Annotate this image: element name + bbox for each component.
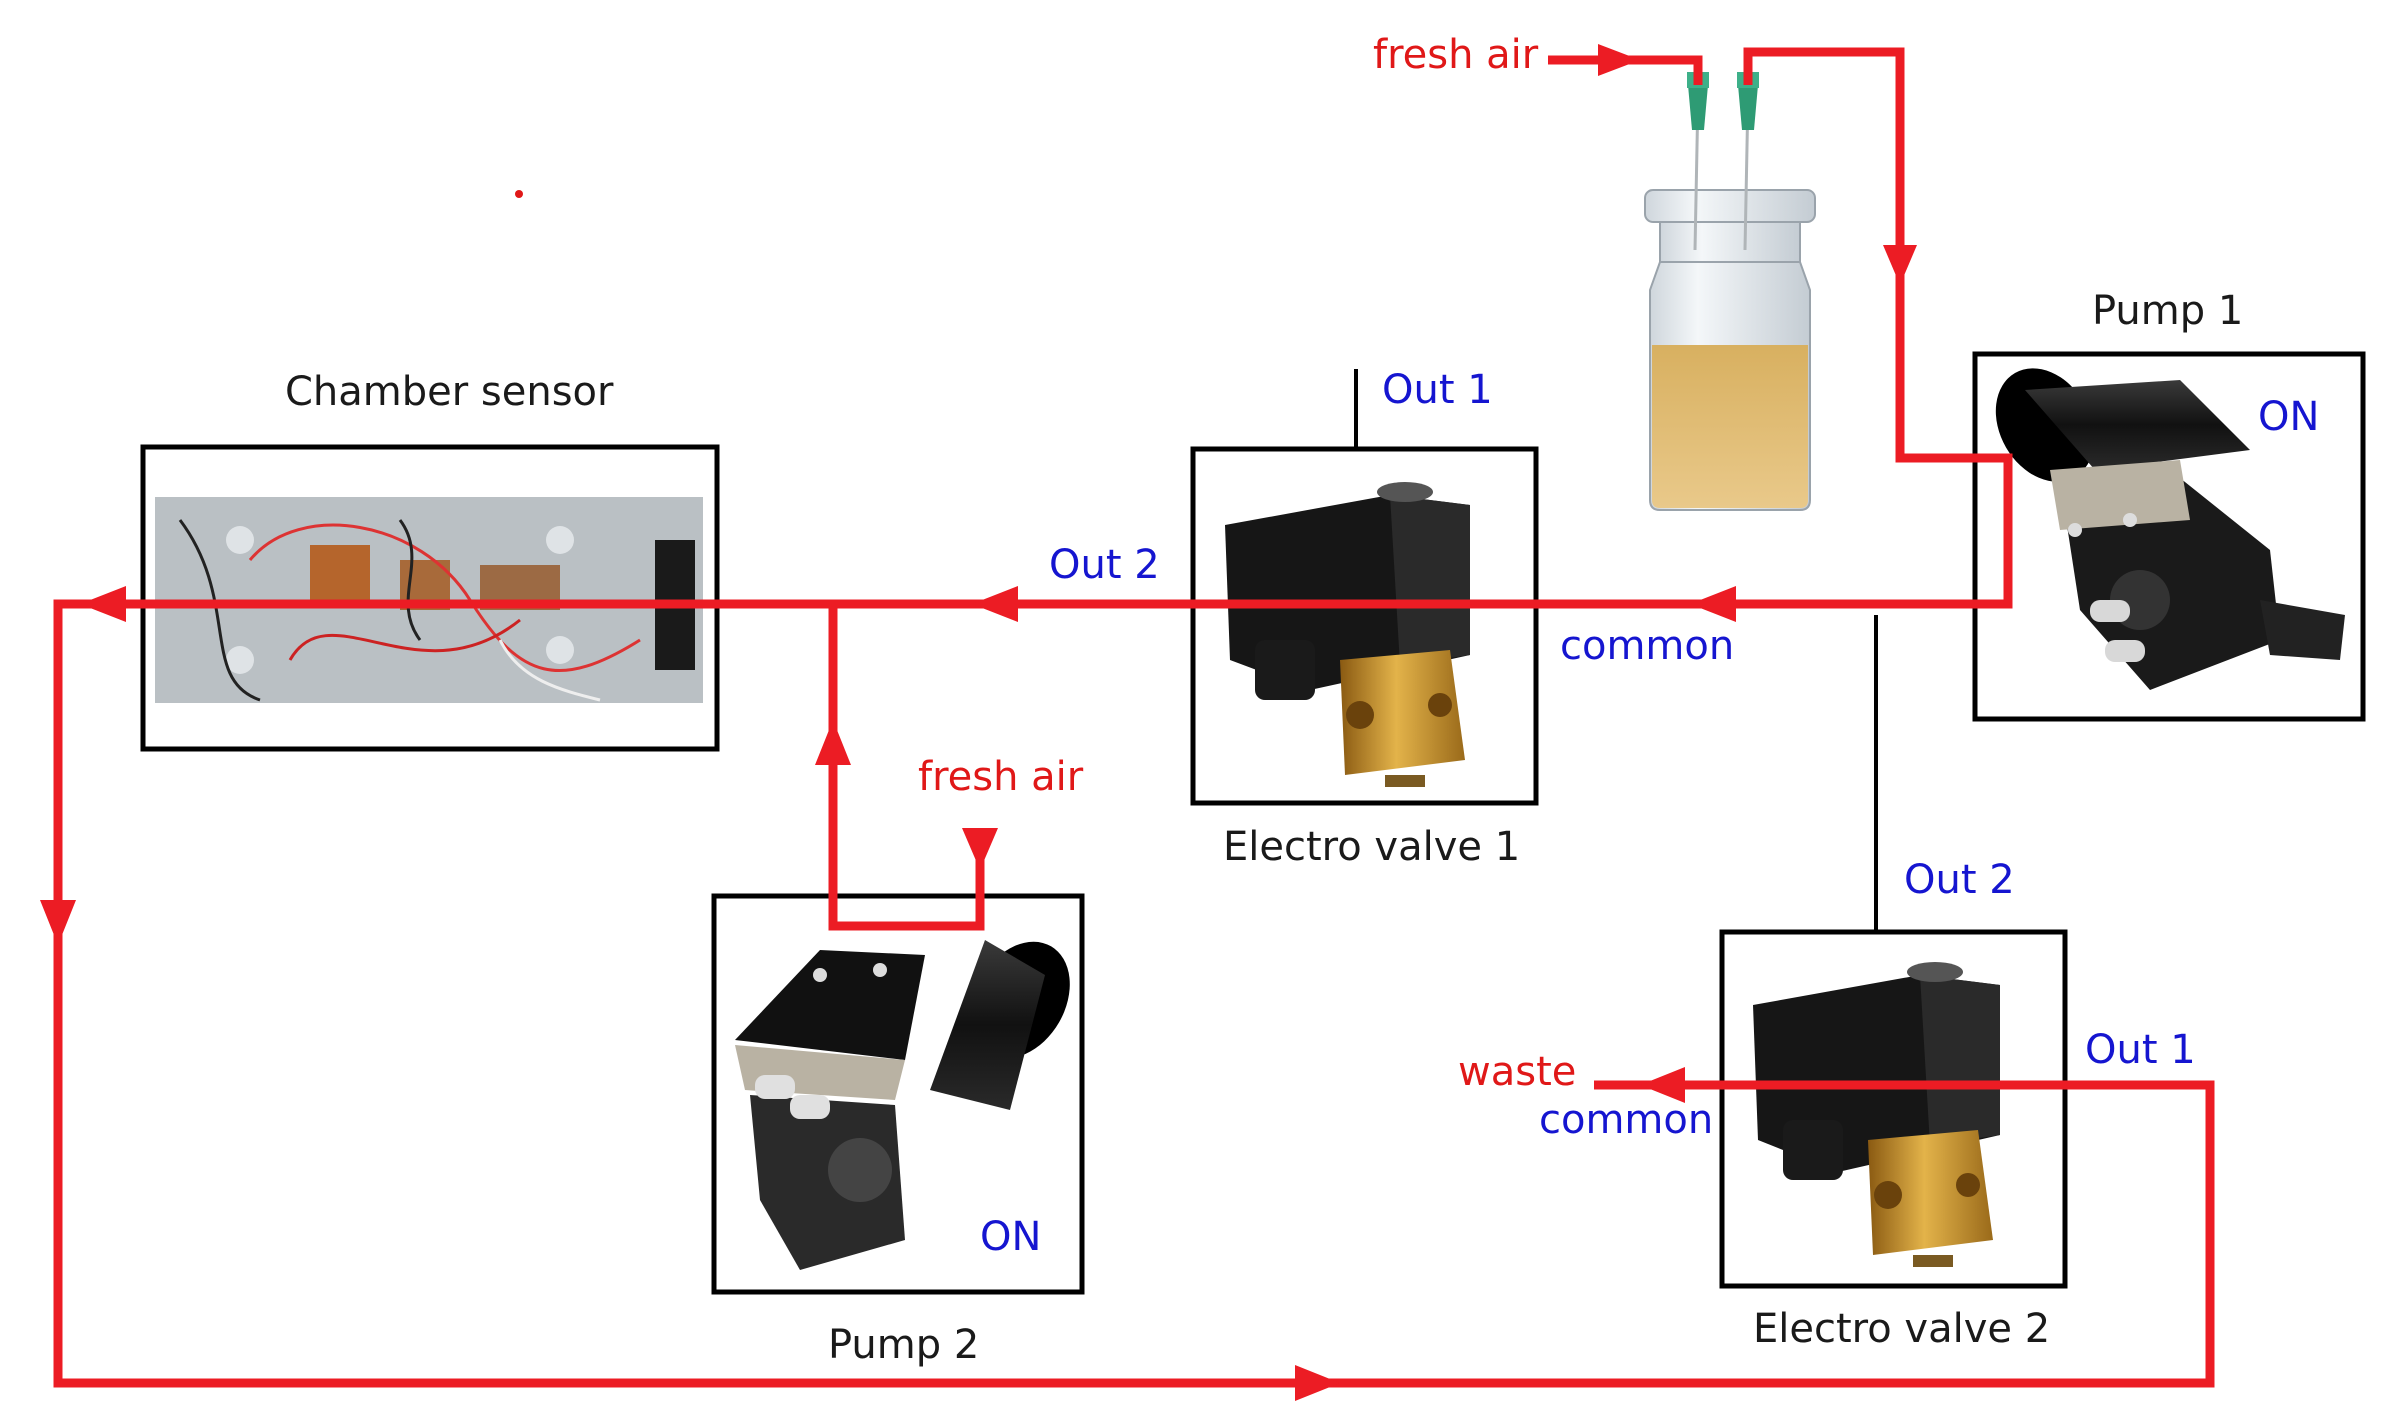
arrow-waste <box>1640 1067 1685 1103</box>
solenoid-valve-1-icon <box>1225 482 1470 787</box>
vial-icon <box>1644 72 1816 511</box>
pump-1-state: ON <box>2258 394 2319 440</box>
flow-arrows <box>40 44 1917 1401</box>
chamber-sensor-title: Chamber sensor <box>285 369 614 415</box>
pump-1-box <box>1972 351 2366 722</box>
pump-2-box <box>711 893 1085 1295</box>
valve1-out2-label: Out 2 <box>1049 542 1160 588</box>
arrow-bottom-right <box>1295 1365 1340 1401</box>
arrow-pump2-up <box>815 720 851 765</box>
flow-main-loop <box>53 47 2215 1388</box>
solenoid-valve-2-icon <box>1753 962 2000 1267</box>
pump-1-title: Pump 1 <box>2092 288 2243 334</box>
chamber-sensor-box <box>140 444 720 752</box>
pump-2-icon <box>735 940 1070 1270</box>
electro-valve-2-box <box>1719 929 2068 1289</box>
valve1-out1-label: Out 1 <box>1382 367 1493 413</box>
waste-label: waste <box>1458 1049 1576 1095</box>
fresh-air-top-label: fresh air <box>1373 32 1539 78</box>
arrow-fresh-air-in <box>1598 44 1640 76</box>
electro-valve-1-title: Electro valve 1 <box>1223 824 1520 870</box>
electro-valve-1-box <box>1190 446 1539 806</box>
arrow-to-valve1-common <box>1690 586 1736 622</box>
arrow-fresh-air-pump2 <box>962 828 998 870</box>
valve2-common-label: common <box>1539 1097 1713 1143</box>
arrow-valve1-out2 <box>972 586 1018 622</box>
stray-dot <box>515 190 523 198</box>
pump-1-icon <box>1995 368 2345 690</box>
arrow-into-chamber <box>80 586 126 622</box>
fresh-air-pump2-label: fresh air <box>918 754 1084 800</box>
valve2-out1-label: Out 1 <box>2085 1027 2196 1073</box>
arrow-down-left <box>40 900 76 945</box>
arrow-to-pump1 <box>1883 245 1917 285</box>
valve2-out2-label: Out 2 <box>1904 857 2015 903</box>
pump-2-title: Pump 2 <box>828 1322 979 1368</box>
pump-2-state: ON <box>980 1214 1041 1260</box>
valve1-common-label: common <box>1560 623 1734 669</box>
electro-valve-2-title: Electro valve 2 <box>1753 1306 2050 1352</box>
